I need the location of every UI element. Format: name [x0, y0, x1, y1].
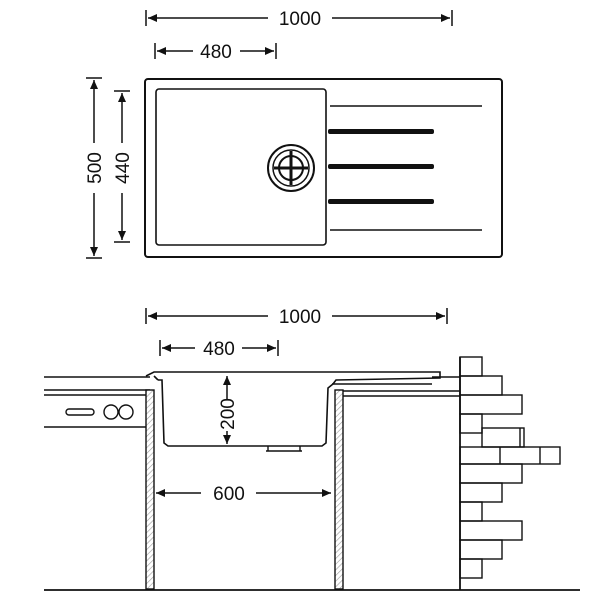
top-overall-depth-label: 500 — [85, 152, 106, 184]
top-overall-width-label: 1000 — [279, 9, 321, 30]
cabinet-left-wall — [145, 389, 155, 590]
drawer-handle-icon — [65, 404, 134, 420]
top-bowl-width-label: 480 — [200, 42, 232, 63]
section-overall-width-label: 1000 — [279, 307, 321, 328]
section-overall-width-dimension: 1000 — [145, 307, 448, 328]
drainboard — [328, 105, 482, 231]
section-bowl-width-dimension: 480 — [159, 339, 279, 360]
top-overall-depth-dimension: 500 — [85, 77, 106, 259]
section-view: 1000 480 — [44, 307, 580, 591]
drain-icon — [267, 144, 315, 192]
countertop — [44, 376, 460, 428]
section-cabinet-width-dimension: 600 — [156, 484, 331, 505]
brick-wall — [459, 356, 561, 590]
sink-outer-outline — [144, 78, 503, 258]
section-bowl-width-label: 480 — [203, 339, 235, 360]
top-overall-width-dimension: 1000 — [145, 9, 453, 30]
bowl-outline — [155, 88, 327, 246]
section-bowl-depth-label: 200 — [218, 398, 239, 430]
top-bowl-depth-label: 440 — [113, 152, 134, 184]
top-view: 1000 480 500 440 — [85, 9, 503, 259]
top-bowl-depth-dimension: 440 — [113, 90, 134, 243]
section-cabinet-width-label: 600 — [213, 484, 245, 505]
section-bowl-depth-dimension: 200 — [218, 376, 239, 444]
sink-profile — [145, 371, 441, 452]
cabinet-right-wall — [334, 389, 344, 590]
top-bowl-width-dimension: 480 — [154, 42, 277, 63]
